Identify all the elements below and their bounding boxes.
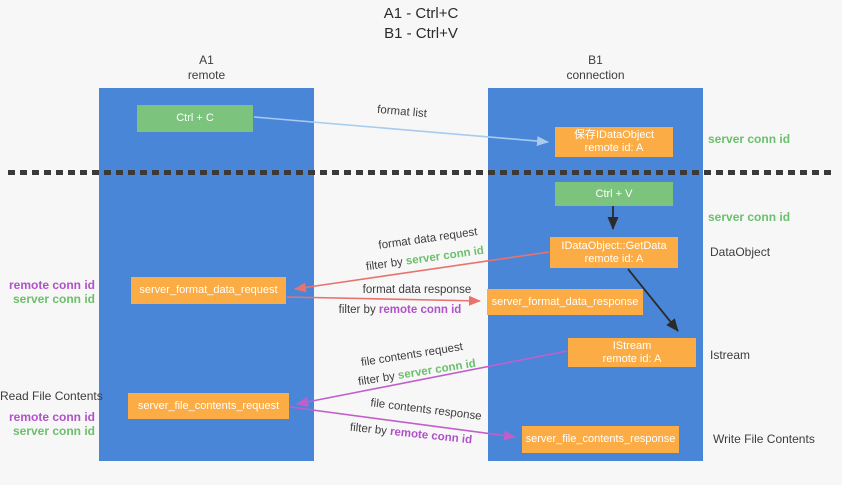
node-server-file-contents-request: server_file_contents_request [128,393,289,419]
session-divider-dotted-line [8,170,832,175]
label-server-conn-id-left-1: server conn id [12,292,95,306]
node-server-format-data-response: server_format_data_response [487,289,643,315]
label-filter-by-remote-conn-id-1: filter by remote conn id [320,303,480,317]
node-idataobject-getdata: IDataObject::GetData remote id: A [550,237,678,268]
node-idataobject-getdata-line1: IDataObject::GetData [561,239,667,252]
node-save-idataobject: 保存IDataObject remote id: A [555,127,673,157]
column-a1-subtitle: remote [187,68,226,82]
node-server-file-contents-response-label: server_file_contents_response [525,433,676,445]
node-istream-line2: remote id: A [602,352,662,365]
label-server-conn-id-right-top: server conn id [708,132,791,146]
node-server-format-data-request: server_format_data_request [131,277,286,304]
node-istream-line1: IStream [612,339,652,352]
label-remote-conn-id-left-1: remote conn id [8,278,95,292]
filter-by-prefix-3: filter by [357,370,399,389]
node-save-idataobject-line1: 保存IDataObject [573,129,655,141]
column-header-a1: A1 remote [99,53,314,83]
label-server-conn-id-left-2: server conn id [12,424,95,438]
server-conn-id-inline-1: server conn id [405,244,485,268]
label-server-conn-id-right-mid: server conn id [708,210,791,224]
label-filter-by-remote-conn-id-2: filter by remote conn id [326,418,497,450]
title-line-1: A1 - Ctrl+C [383,5,459,22]
node-server-file-contents-response: server_file_contents_response [522,426,679,453]
label-format-data-response: format data response [362,284,472,296]
node-server-format-data-request-label: server_format_data_request [139,284,278,296]
label-dataobject: DataObject [710,245,771,259]
node-ctrl-v-label: Ctrl + V [595,187,633,200]
label-format-list: format list [376,103,428,121]
node-idataobject-getdata-line2: remote id: A [584,252,644,265]
label-remote-conn-id-left-2: remote conn id [8,410,95,424]
node-ctrl-c-label: Ctrl + C [176,112,214,124]
node-istream: IStream remote id: A [568,338,696,367]
column-header-b1: B1 connection [488,53,703,83]
column-a1-id: A1 [199,53,214,67]
label-istream-right: Istream [710,348,751,362]
node-server-format-data-response-label: server_format_data_response [491,295,639,308]
column-b1-id: B1 [588,53,603,67]
arrow-format-data-response [286,295,481,306]
filter-by-prefix-4: filter by [349,421,391,438]
node-ctrl-v: Ctrl + V [555,182,673,206]
node-save-idataobject-line2: remote id: A [584,142,644,154]
filter-by-prefix-2: filter by [338,304,379,316]
filter-by-prefix-1: filter by [365,255,407,274]
label-write-file-contents: Write File Contents [713,432,815,446]
title-line-2: B1 - Ctrl+V [384,25,458,42]
column-b1-subtitle: connection [566,68,625,82]
diagram-title: A1 - Ctrl+C B1 - Ctrl+V [0,4,842,44]
node-ctrl-c: Ctrl + C [137,105,253,132]
label-read-file-contents: Read File Contents [0,389,103,403]
node-server-file-contents-request-label: server_file_contents_request [137,399,280,412]
remote-conn-id-inline-2: remote conn id [389,425,473,447]
remote-conn-id-inline-1: remote conn id [378,304,462,316]
